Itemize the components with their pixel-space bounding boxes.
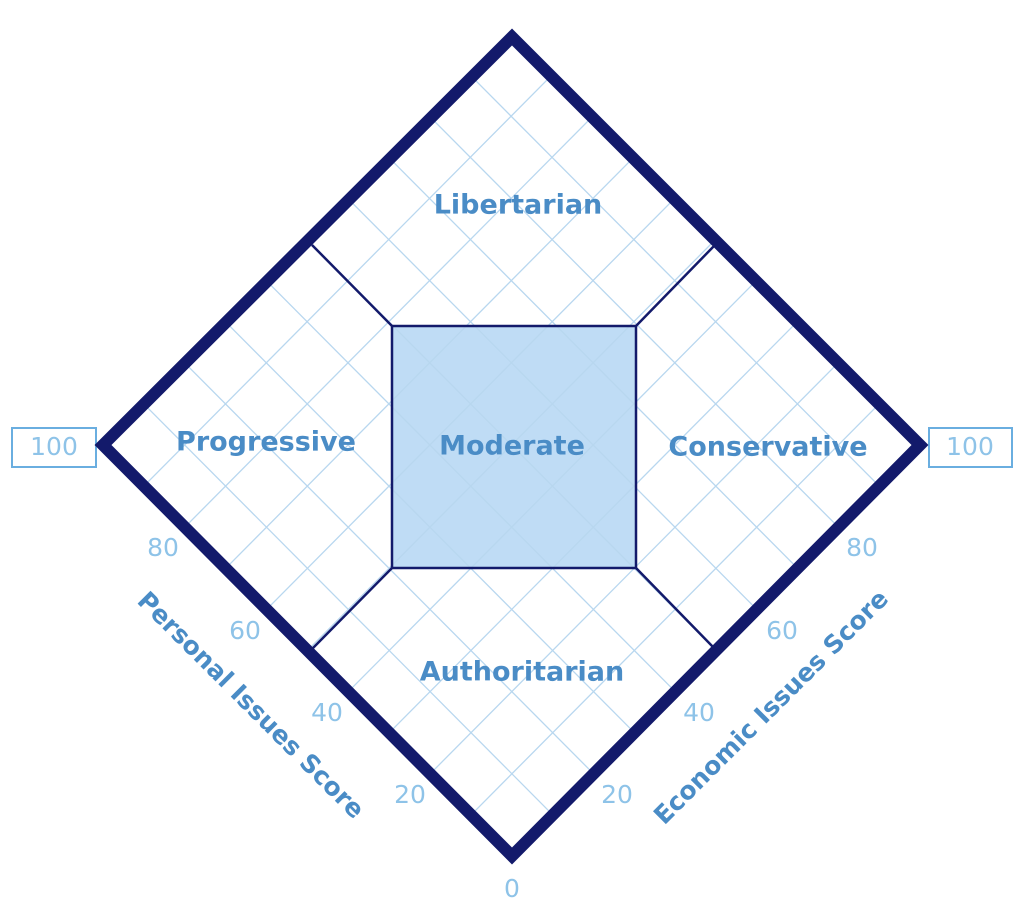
right-max-label: 100: [946, 432, 994, 461]
grid-line: [266, 197, 676, 610]
right-tick-40: 40: [683, 698, 715, 727]
divider-top-right: [635, 245, 715, 327]
region-libertarian: Libertarian: [434, 190, 603, 221]
grid-lines: [143, 74, 880, 816]
grid-line: [307, 239, 716, 651]
left-max-label: 100: [30, 432, 78, 461]
right-tick-80: 80: [846, 533, 878, 562]
left-tick-60: 60: [229, 616, 261, 645]
origin-tick: 0: [504, 874, 520, 903]
left-tick-40: 40: [311, 698, 343, 727]
grid-line: [347, 197, 758, 610]
region-progressive: Progressive: [176, 427, 356, 458]
diamond-outline: [94, 28, 929, 865]
right-tick-20: 20: [601, 780, 633, 809]
left-tick-80: 80: [147, 533, 179, 562]
right-max-box: [928, 427, 1013, 468]
right-tick-60: 60: [766, 616, 798, 645]
grid-line: [428, 115, 839, 528]
divider-bottom-left: [312, 567, 393, 649]
region-authoritarian: Authoritarian: [420, 657, 625, 688]
divider-bottom-right: [635, 567, 715, 649]
left-tick-20: 20: [394, 780, 426, 809]
moderate-square: [390, 324, 638, 570]
region-moderate: Moderate: [439, 431, 585, 462]
left-max-box: [11, 427, 97, 468]
grid-line: [388, 156, 799, 569]
region-conservative: Conservative: [668, 432, 867, 463]
grid-line: [469, 74, 880, 487]
divider-top-left: [311, 244, 393, 327]
grid-line: [225, 156, 635, 569]
